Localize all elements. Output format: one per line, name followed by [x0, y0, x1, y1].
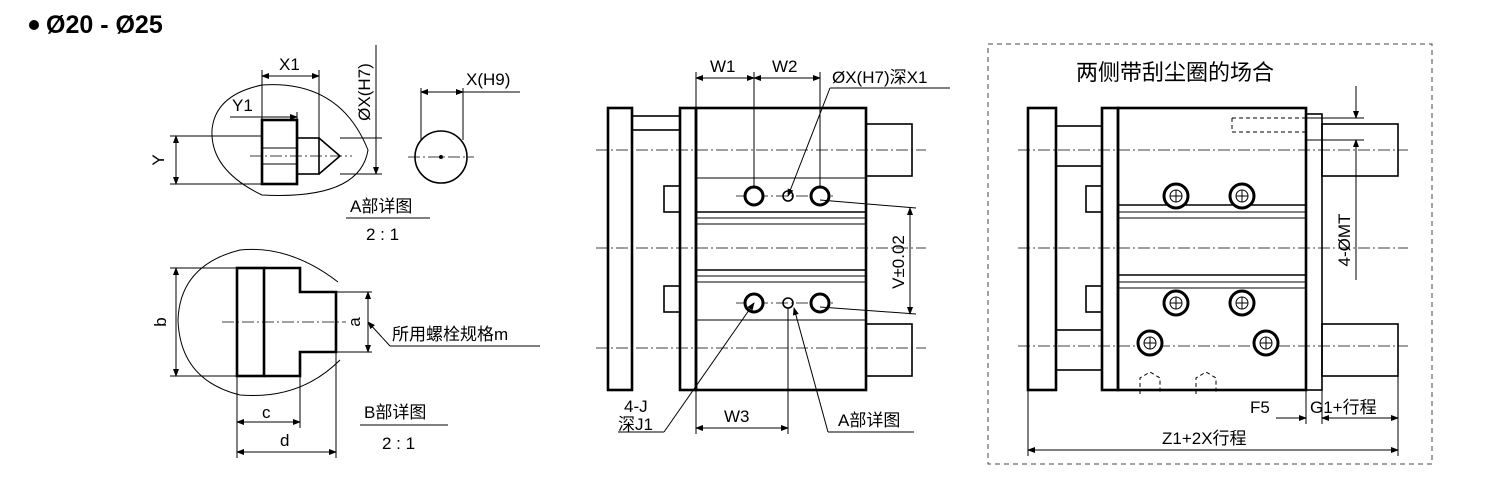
label-y1: Y1: [232, 96, 253, 115]
detail-a-scale: 2 : 1: [366, 225, 399, 244]
label-c: c: [262, 403, 271, 422]
label-phi-x-h7: ØX(H7): [355, 63, 374, 121]
label-z1: Z1+2X行程: [1162, 429, 1247, 448]
page-heading: Ø20 - Ø25: [29, 11, 163, 39]
label-w1: W1: [710, 57, 736, 76]
label-y: Y: [149, 154, 168, 165]
label-tap-line1: 4-J: [624, 397, 648, 416]
wiper-title: 两侧带刮尘圈的场合: [1076, 60, 1274, 85]
detail-a-title: A部详图: [350, 197, 412, 216]
label-mt: 4-ØMT: [1335, 214, 1354, 267]
label-b: b: [151, 317, 170, 326]
wiper-view: 两侧带刮尘圈的场合: [987, 43, 1433, 465]
label-bolt-spec: 所用螺栓规格m: [392, 325, 508, 344]
label-v-tol: V±0.02: [889, 235, 908, 289]
label-g1: G1+行程: [1310, 398, 1377, 417]
label-f5: F5: [1250, 398, 1270, 417]
detail-b-scale: 2 : 1: [382, 434, 415, 453]
label-hole-spec: ØX(H7)深X1: [832, 68, 927, 87]
detail-b-title: B部详图: [364, 403, 426, 422]
label-detail-a-ref: A部详图: [838, 411, 900, 430]
label-x-h9: X(H9): [466, 70, 510, 89]
label-w3: W3: [724, 407, 750, 426]
detail-a: X1 Y1 Y ØX(H7) X(H9) A部详图 2 : 1: [149, 45, 520, 244]
detail-b: b a 所用螺栓规格m c d B部详图 2 : 1: [151, 248, 540, 458]
label-tap-line2: 深J1: [618, 415, 653, 434]
label-a: a: [345, 317, 364, 327]
front-view: W1 W2 ØX(H7)深X1 V±0.02 W3 4-J 深J1 A部详图: [596, 57, 950, 434]
label-w2: W2: [772, 57, 798, 76]
heading-text: Ø20 - Ø25: [46, 11, 163, 39]
label-x1: X1: [279, 55, 300, 74]
bullet-icon: [29, 20, 39, 30]
label-d: d: [280, 431, 289, 450]
